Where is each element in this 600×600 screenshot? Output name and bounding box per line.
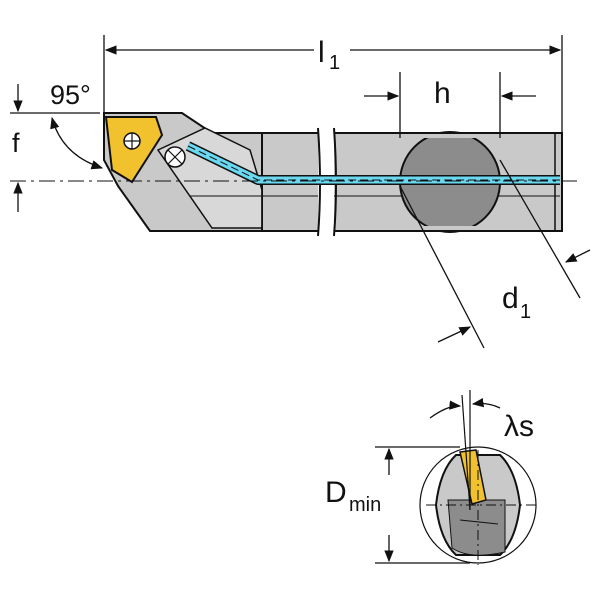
dimension-angle <box>10 112 580 182</box>
label-l1: l <box>318 36 325 69</box>
dimension-dmin <box>375 446 470 564</box>
label-l1-sub: 1 <box>329 52 340 74</box>
label-f: f <box>12 128 20 158</box>
boring-bar-side-view <box>103 112 563 238</box>
dimension-d1 <box>399 159 591 349</box>
label-lambda-s: λs <box>504 410 534 443</box>
label-d1-sub: 1 <box>520 301 531 323</box>
label-h: h <box>434 77 451 110</box>
dimension-l1 <box>103 35 563 133</box>
label-dmin: D <box>325 476 347 509</box>
end-view <box>419 390 540 565</box>
label-d1: d <box>502 282 519 315</box>
insert-screw-icon <box>123 132 141 150</box>
label-angle: 95° <box>50 80 91 110</box>
clamp-screw-icon <box>164 146 186 168</box>
dimension-h <box>364 72 536 138</box>
label-dmin-sub: min <box>349 494 381 516</box>
